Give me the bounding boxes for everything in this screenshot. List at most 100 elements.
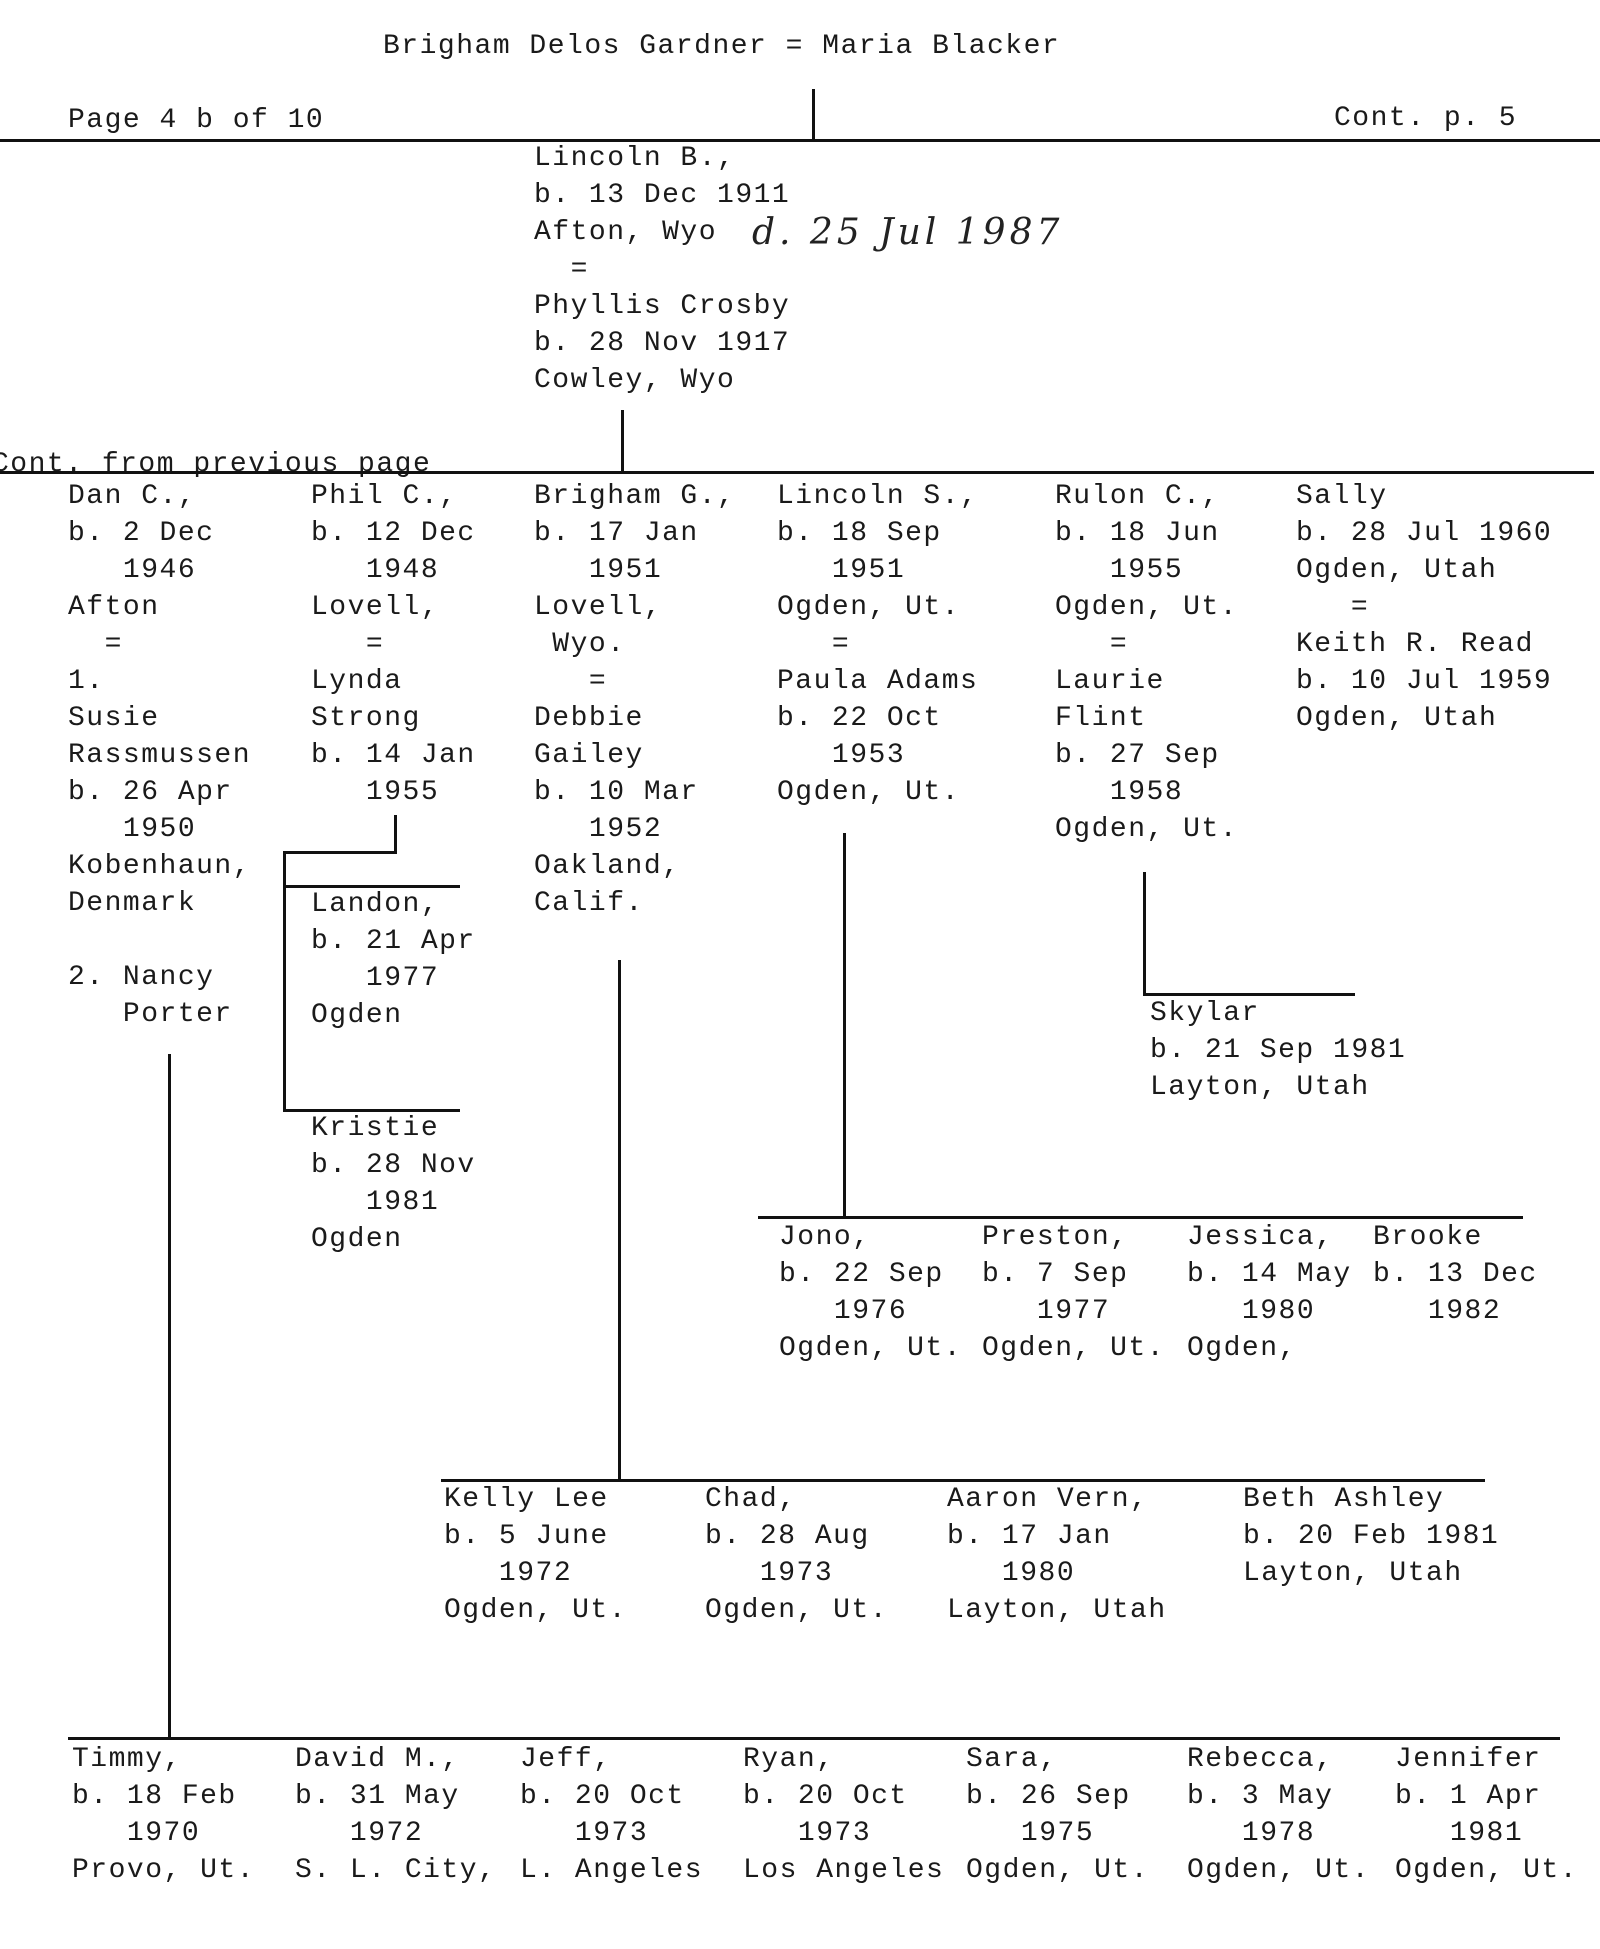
person-line: Oakland,	[534, 851, 681, 882]
person-line: Ogden, Ut.	[1055, 592, 1239, 623]
children-connector	[621, 410, 624, 472]
person-line: b. 12 Dec	[311, 518, 476, 549]
person-line: Laurie	[1055, 666, 1165, 697]
person-line: Lincoln B.,	[534, 143, 736, 174]
person-line: Sally	[1296, 481, 1388, 512]
brigham-children-rule	[441, 1479, 1485, 1482]
lincoln-s-children-rule	[758, 1216, 1523, 1219]
person-line: 1978	[1187, 1818, 1316, 1849]
person-line: Ogden,	[1187, 1333, 1297, 1364]
person-line: b. 22 Sep	[779, 1259, 944, 1290]
person-line: Gailey	[534, 740, 644, 771]
person-line: Phil C.,	[311, 481, 458, 512]
person-line: Rassmussen	[68, 740, 252, 771]
person-line: 1972	[444, 1558, 573, 1589]
person-line: =	[777, 629, 851, 660]
person-line: 1973	[520, 1818, 649, 1849]
person-line: Dan C.,	[68, 481, 197, 512]
person-line: Lovell,	[534, 592, 663, 623]
person-line: Ogden, Ut.	[1395, 1855, 1579, 1886]
person-line: Brigham G.,	[534, 481, 736, 512]
person-line: Landon,	[311, 889, 440, 920]
person-line: Layton, Utah	[947, 1595, 1167, 1626]
person-line: Layton, Utah	[1150, 1072, 1370, 1103]
person-line: Jeff,	[520, 1744, 612, 1775]
person-line: b. 14 Jan	[311, 740, 476, 771]
person-line: Ogden	[311, 1000, 403, 1031]
person-line: Rebecca,	[1187, 1744, 1334, 1775]
kristie-rule	[283, 1109, 460, 1112]
person-line: 1953	[777, 740, 906, 771]
person-line: 1977	[311, 963, 440, 994]
person-line: Jono,	[779, 1222, 871, 1253]
continued-from-previous-label: Cont. from previous page	[0, 449, 432, 480]
person-line: Ogden, Ut.	[1187, 1855, 1371, 1886]
landon-rule	[283, 885, 460, 888]
phil-connector-h	[283, 851, 397, 854]
person-line: L. Angeles	[520, 1855, 704, 1886]
person-line: Kristie	[311, 1113, 440, 1144]
skylar-rule	[1143, 993, 1355, 996]
dan-children-connector	[168, 1054, 171, 1740]
person-line: 1951	[777, 555, 906, 586]
person-line: b. 26 Apr	[68, 777, 233, 808]
person-line: Kobenhaun,	[68, 851, 252, 882]
person-line: Ogden, Ut.	[966, 1855, 1150, 1886]
person-line: Skylar	[1150, 998, 1260, 1029]
person-line: Sara,	[966, 1744, 1058, 1775]
person-line: =	[1055, 629, 1129, 660]
person-line: Layton, Utah	[1243, 1558, 1463, 1589]
dan-children-rule	[68, 1737, 1560, 1740]
person-line: b. 7 Sep	[982, 1259, 1129, 1290]
person-line: Ogden, Ut.	[777, 592, 961, 623]
person-line: S. L. City,	[295, 1855, 497, 1886]
person-line: 1950	[68, 814, 197, 845]
person-line: b. 28 Nov 1917	[534, 328, 791, 359]
person-line: 1981	[311, 1187, 440, 1218]
lincoln-s-children-connector	[843, 833, 846, 1218]
person-line: Kelly Lee	[444, 1484, 609, 1515]
handwritten-death-note: d. 25 Jul 1987	[752, 212, 1064, 253]
person-line: Lynda	[311, 666, 403, 697]
person-line: b. 26 Sep	[966, 1781, 1131, 1812]
person-line: Ogden, Utah	[1296, 703, 1498, 734]
page-title: Brigham Delos Gardner = Maria Blacker	[383, 31, 1061, 62]
person-line: b. 18 Sep	[777, 518, 942, 549]
person-line: =	[534, 254, 589, 285]
person-line: 2. Nancy	[68, 962, 215, 993]
person-line: Afton, Wyo	[534, 217, 718, 248]
person-line: Ogden	[311, 1224, 403, 1255]
brigham-children-connector	[618, 960, 621, 1480]
person-line: Provo, Ut.	[72, 1855, 256, 1886]
person-line: 1955	[1055, 555, 1184, 586]
person-line: 1976	[779, 1296, 908, 1327]
person-line: 1972	[295, 1818, 424, 1849]
person-line: b. 13 Dec	[1373, 1259, 1538, 1290]
person-line: b. 17 Jan	[947, 1521, 1112, 1552]
person-line: 1952	[534, 814, 663, 845]
person-line: Lincoln S.,	[777, 481, 979, 512]
person-line: 1980	[1187, 1296, 1316, 1327]
page-number-label: Page 4 b of 10	[68, 105, 325, 136]
person-line: b. 21 Apr	[311, 926, 476, 957]
person-line: 1973	[743, 1818, 872, 1849]
person-line: Porter	[68, 999, 233, 1030]
person-line: 1946	[68, 555, 197, 586]
person-line: b. 5 June	[444, 1521, 609, 1552]
person-line: 1977	[982, 1296, 1111, 1327]
